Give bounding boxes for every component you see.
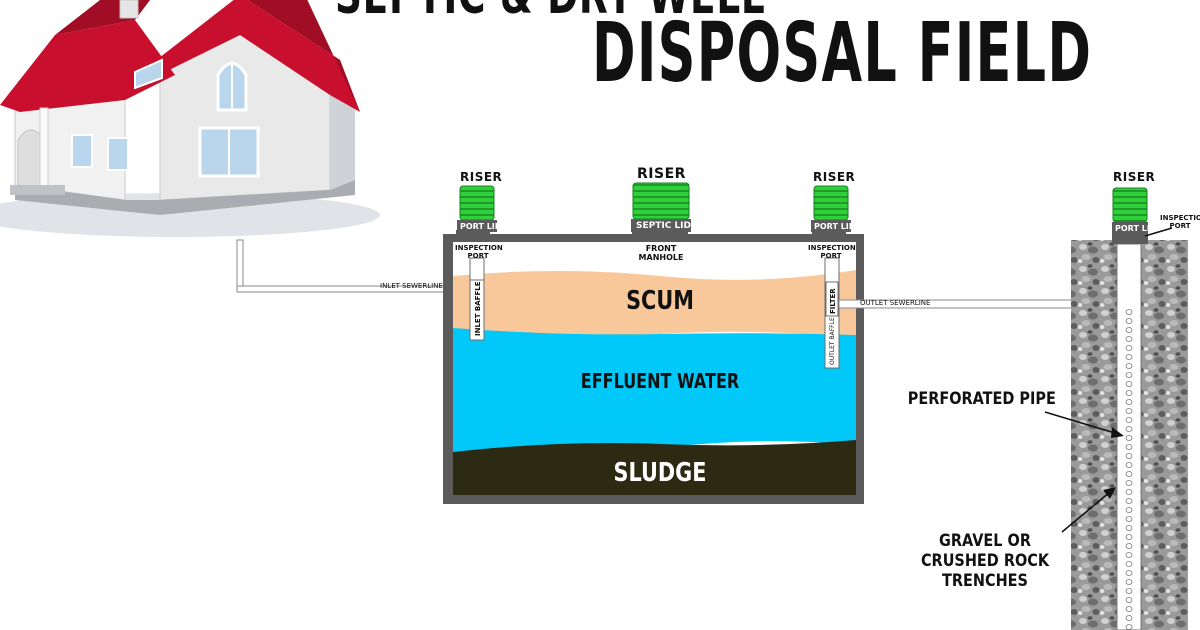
drywell-inspection-port-label: INSPECTION PORT — [1160, 214, 1200, 230]
perforation-hole — [1125, 354, 1133, 360]
port-lid-left: PORT LID — [460, 222, 502, 231]
perforation-hole — [1125, 318, 1133, 324]
house-porch-step — [10, 185, 65, 195]
riser-left-label: RISER — [460, 170, 503, 184]
perforation-hole — [1125, 606, 1133, 612]
perforated-pipe-label: PERFORATED PIPE — [907, 389, 1056, 409]
perforation-hole — [1125, 381, 1133, 387]
house-foundation — [15, 180, 355, 215]
perforation-hole — [1125, 498, 1133, 504]
inspection-port-left-label: INSPECTION PORT — [455, 244, 503, 260]
inlet-sewerline-label: INLET SEWERLINE — [380, 282, 443, 290]
drywell-riser — [1112, 187, 1148, 223]
perforation-hole — [1125, 453, 1133, 459]
gravel-label: GRAVEL OR CRUSHED ROCK TRENCHES — [920, 531, 1050, 591]
house-roof-main — [150, 0, 360, 112]
title-line-1: SEPTIC & DRY WELL — [335, 0, 765, 26]
house-window-1 — [71, 134, 93, 168]
port-lid-drywell: PORT LID — [1115, 224, 1157, 233]
perforation-hole — [1125, 624, 1133, 630]
perforation-hole — [1125, 372, 1133, 378]
drywell-riser-collar — [1112, 222, 1148, 244]
house-window-2 — [107, 137, 129, 171]
filter — [825, 281, 839, 317]
outlet-sewerline-label: OUTLET SEWERLINE — [860, 299, 931, 307]
perforation-hole — [1125, 345, 1133, 351]
port-lid-right: PORT LID — [814, 222, 856, 231]
perforated-pipe-arrowhead — [1111, 427, 1124, 438]
perforation-hole — [1125, 471, 1133, 477]
perforation-hole — [1125, 588, 1133, 594]
perforation-hole — [1125, 417, 1133, 423]
effluent-layer — [453, 328, 856, 456]
perforation-hole — [1125, 444, 1133, 450]
inspection-port-right-label: INSPECTION PORT — [808, 244, 856, 260]
gravel-left — [1071, 240, 1119, 630]
drywell-riser-label: RISER — [1113, 170, 1156, 184]
septic-tank — [443, 230, 864, 504]
perforation-hole — [1125, 480, 1133, 486]
perforation-hole — [1125, 309, 1133, 315]
perforation-hole — [1125, 597, 1133, 603]
title-line-2: DISPOSAL FIELD — [592, 6, 1093, 101]
riser-center — [631, 182, 691, 232]
perforation-hole — [1125, 363, 1133, 369]
riser-center-label: RISER — [637, 166, 686, 182]
perforation-hole — [1125, 552, 1133, 558]
scum-label: SCUM — [626, 286, 694, 316]
perforation-hole — [1125, 435, 1133, 441]
house-dormer-window — [134, 58, 163, 90]
perforation-hole — [1125, 570, 1133, 576]
sludge-label: SLUDGE — [613, 458, 707, 488]
perforation-hole — [1125, 336, 1133, 342]
perforation-hole — [1125, 426, 1133, 432]
perforation-hole — [1125, 516, 1133, 522]
filter-label: FILTER — [829, 288, 837, 314]
house-roof-left — [0, 20, 175, 112]
gravel-arrowhead — [1103, 487, 1116, 499]
effluent-label: EFFLUENT WATER — [580, 369, 740, 393]
perforation-hole — [1125, 327, 1133, 333]
front-manhole-label: FRONT MANHOLE — [638, 244, 684, 262]
septic-lid: SEPTIC LID — [636, 221, 692, 231]
perforation-hole — [1125, 525, 1133, 531]
perforation-hole — [1125, 615, 1133, 621]
perforation-hole — [1125, 561, 1133, 567]
perforation-hole — [1125, 408, 1133, 414]
riser-left — [457, 185, 497, 232]
perforation-hole — [1125, 507, 1133, 513]
riser-right — [811, 185, 851, 232]
perforation-hole — [1125, 543, 1133, 549]
perforation-hole — [1125, 462, 1133, 468]
gravel-arrow-line — [1061, 491, 1111, 533]
house-chimney — [119, 0, 139, 19]
perforated-pipe-arrow-line — [1044, 411, 1119, 435]
perforation-hole — [1125, 534, 1133, 540]
gravel-right — [1140, 240, 1188, 630]
house-roof-main-side — [247, 0, 360, 112]
perforation-hole — [1125, 399, 1133, 405]
perforation-hole — [1125, 579, 1133, 585]
house-side-wall — [330, 95, 355, 190]
inlet-baffle-label: INLET BAFFLE — [474, 281, 482, 336]
scum-layer — [453, 270, 856, 338]
perforation-hole — [1125, 489, 1133, 495]
outlet-baffle-label: OUTLET BAFFLE — [829, 317, 836, 365]
perforation-hole — [1125, 390, 1133, 396]
house-porch-column — [39, 107, 49, 191]
house-illustration — [0, 0, 380, 237]
inspection-port-pointer — [1144, 227, 1173, 237]
riser-right-label: RISER — [813, 170, 856, 184]
sludge-layer — [453, 440, 856, 495]
annotation-arrows — [1044, 411, 1124, 533]
perforation-holes — [1125, 309, 1133, 630]
